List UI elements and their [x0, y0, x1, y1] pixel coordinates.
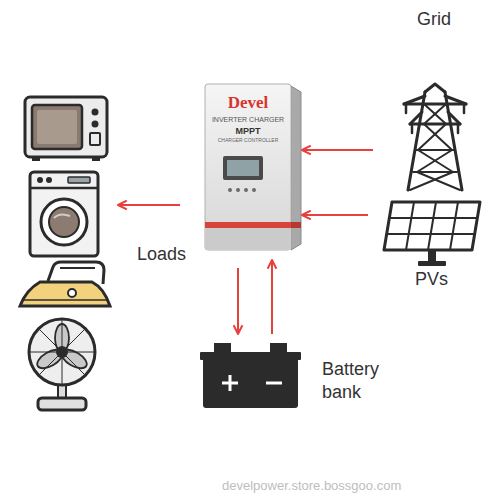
microwave-icon-part — [32, 105, 82, 149]
loads-group: Loads — [15, 88, 115, 416]
microwave-icon-part — [90, 133, 100, 145]
battery-icon-part — [222, 375, 238, 391]
microwave-icon-part — [32, 157, 40, 161]
fan-icon-part — [29, 319, 95, 385]
transmission-tower-icon-part — [413, 150, 457, 172]
solar-panel-icon-part — [418, 261, 446, 266]
device-label: CHARGER CONTROLLER — [218, 137, 279, 143]
washing-machine-icon-part — [30, 172, 98, 256]
transmission-tower-icon-part — [410, 123, 460, 126]
transmission-tower-icon-part — [404, 103, 466, 106]
source-label: Grid — [417, 8, 451, 31]
inverter-body-part — [205, 228, 291, 250]
battery-icon-part — [266, 382, 282, 385]
storage-label: Battery bank — [322, 358, 417, 403]
washing-machine-icon-part — [37, 177, 43, 183]
iron-icon-part — [48, 262, 104, 284]
battery-bank: Battery bank — [200, 340, 302, 412]
solar-panel-icon-part — [428, 250, 436, 262]
flow-arrow — [302, 149, 373, 151]
inverter-body-part — [205, 222, 291, 228]
microwave-icon-part — [92, 121, 99, 128]
microwave-icon-part — [25, 97, 107, 157]
transmission-tower-icon-part — [404, 96, 466, 104]
washing-machine-icon-part — [68, 177, 90, 183]
washing-machine-icon-part — [41, 199, 87, 245]
microwave-icon-part — [92, 109, 99, 116]
solar-panel-icon-part — [384, 202, 480, 250]
inverter-body-part — [244, 188, 248, 192]
grid-source: Grid — [395, 6, 477, 192]
inverter-body-part — [252, 188, 256, 192]
inverter-body-part — [205, 84, 291, 250]
iron-icon — [20, 262, 110, 306]
solar-panel-icon — [384, 202, 480, 266]
washing-machine-icon-part — [49, 207, 79, 237]
microwave-icon — [25, 97, 107, 161]
fan-icon-part — [38, 398, 86, 410]
pv-source: PVs — [383, 196, 483, 292]
inverter-body-part — [236, 188, 240, 192]
inverter-body-part — [227, 160, 259, 176]
flow-arrow — [271, 260, 273, 334]
iron-icon-part — [68, 289, 76, 297]
solar-panel-icon-part — [387, 202, 478, 250]
flow-arrow — [302, 214, 368, 216]
washing-machine-icon — [30, 172, 98, 256]
group-label: Loads — [137, 243, 186, 266]
website-watermark: develpower.store.bossgoo.com — [222, 478, 401, 494]
iron-icon-part — [60, 267, 95, 269]
inverter-body-part — [223, 156, 263, 180]
microwave-icon-part — [92, 157, 100, 161]
transmission-tower-icon-part — [425, 84, 445, 92]
washing-machine-icon-part — [54, 214, 70, 218]
inverter-body-part — [291, 86, 301, 250]
device-label: INVERTER CHARGER — [212, 116, 284, 125]
iron-icon-part — [20, 282, 110, 306]
fan-icon-part — [39, 329, 85, 375]
transmission-tower-icon-part — [406, 104, 464, 133]
device-label: MPPT — [235, 126, 260, 137]
transmission-tower-icon — [404, 84, 466, 190]
source-label: PVs — [415, 268, 448, 291]
battery-icon — [200, 343, 301, 408]
inverter-body — [205, 84, 301, 250]
transmission-tower-icon-part — [417, 104, 460, 190]
microwave-icon-part — [37, 110, 77, 144]
flow-arrow — [118, 204, 180, 206]
washing-machine-icon-part — [46, 177, 52, 183]
brand-logo: Devel — [228, 92, 269, 113]
inverter-charger: DevelINVERTER CHARGERMPPTCHARGER CONTROL… — [205, 84, 291, 250]
fan-icon-part — [39, 329, 85, 375]
inverter-body-part — [291, 222, 301, 228]
fan-icon-part — [56, 346, 68, 358]
battery-icon-part — [203, 358, 298, 408]
fan-icon — [29, 319, 95, 410]
washing-machine-icon-part — [30, 187, 98, 190]
flow-arrow — [237, 268, 239, 334]
iron-icon-part — [24, 299, 108, 301]
inverter-body-part — [228, 188, 232, 192]
